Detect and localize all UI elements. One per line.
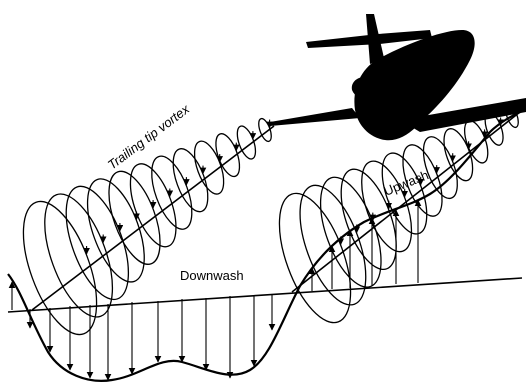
velocity-profile-curve [7, 111, 521, 382]
right-vortex-loop [278, 192, 352, 324]
reference-line [7, 277, 523, 313]
right-vortex-loop [319, 176, 382, 288]
right-vortex-loop [299, 184, 367, 306]
left-vortex-loop [22, 200, 98, 336]
trailing-tip-vortex-label: Trailing tip vortex [105, 101, 193, 172]
aircraft-silhouette-icon [270, 14, 526, 141]
left-vortex-loop [215, 133, 241, 178]
right-vortex-axis [291, 111, 521, 293]
left-vortex-loop [258, 117, 272, 143]
right-vortex-loop [422, 136, 458, 200]
downwash-label: Downwash [180, 268, 244, 283]
left-vortex-loop [44, 193, 114, 318]
left-vortex-loop [151, 155, 193, 230]
left-vortex-loop [129, 163, 177, 248]
left-vortex-loop [65, 185, 130, 301]
left-vortex-loop [86, 178, 145, 283]
right-vortex-loop [402, 144, 443, 217]
left-vortex-loop [193, 140, 225, 195]
left-tip-vortex [22, 117, 273, 336]
right-vortex-loop [381, 152, 428, 235]
left-vortex-loop [172, 148, 209, 213]
left-vortex-axis [31, 125, 275, 311]
right-vortex-loop [361, 160, 413, 253]
velocity-arrows [8, 199, 422, 381]
left-vortex-loop [236, 125, 257, 160]
left-vortex-loop [108, 170, 161, 265]
right-vortex-loop [443, 128, 474, 182]
